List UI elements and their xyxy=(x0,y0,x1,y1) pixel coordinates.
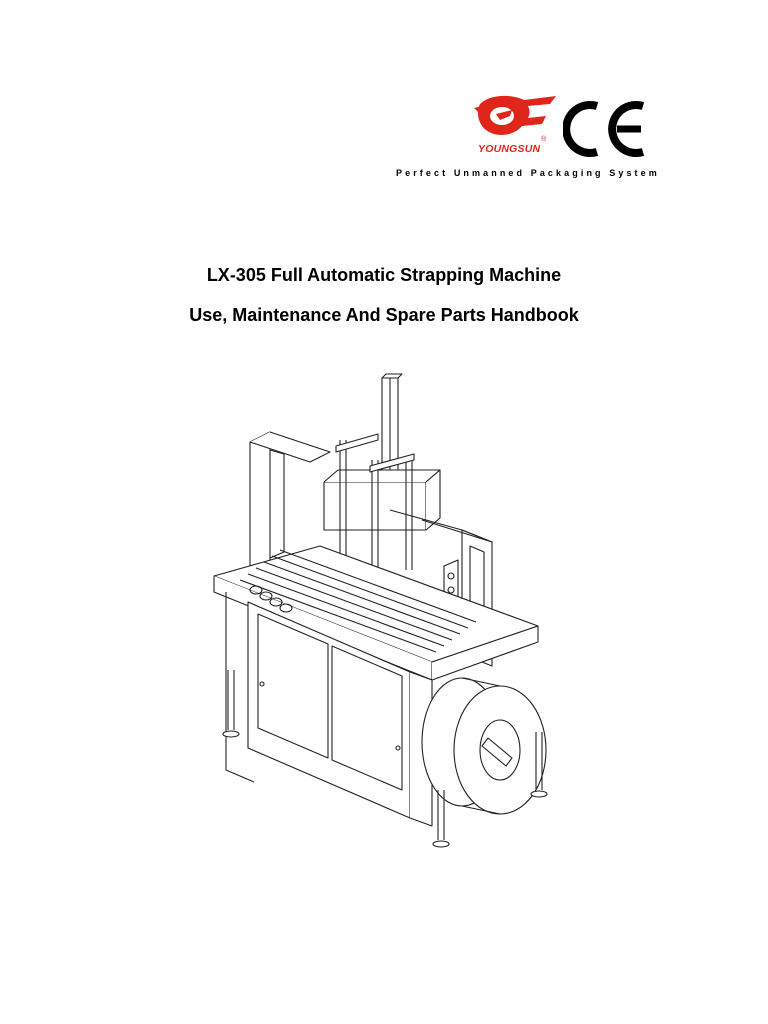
registered-mark: ® xyxy=(541,136,547,143)
document-subtitle: Use, Maintenance And Spare Parts Handboo… xyxy=(189,305,579,325)
tagline: Perfect Unmanned Packaging System xyxy=(396,168,660,178)
youngsun-logo: ® YOUNGSUN xyxy=(472,92,562,164)
document-title: LX-305 Full Automatic Strapping Machine xyxy=(206,265,562,285)
machine-illustration xyxy=(200,370,560,860)
ce-mark-icon xyxy=(562,100,647,158)
brand-name: YOUNGSUN xyxy=(478,143,541,155)
youngsun-emblem-icon xyxy=(474,95,556,135)
